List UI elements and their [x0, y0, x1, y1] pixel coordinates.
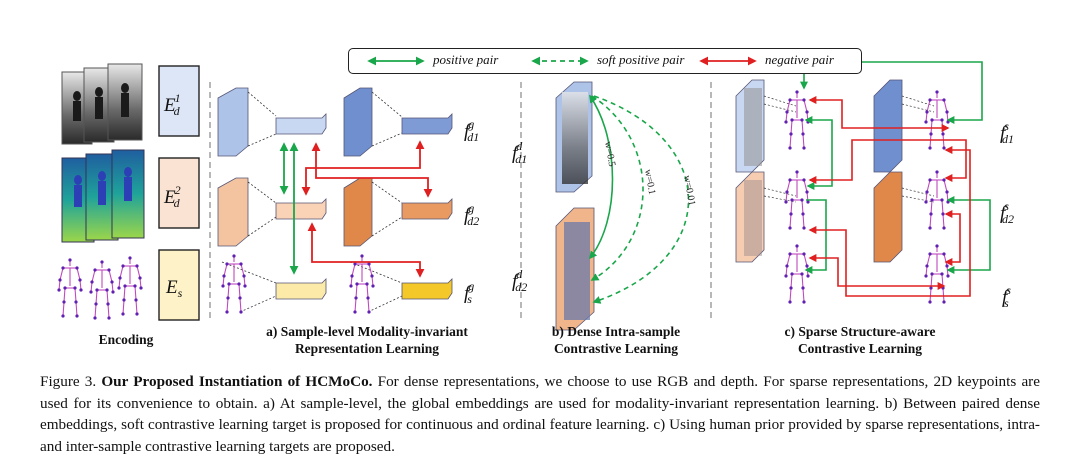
- depth-images: [61, 149, 145, 243]
- feature-sparse-d2: fsd2: [1000, 199, 1014, 226]
- feature-global-d1: fgd1: [464, 117, 480, 144]
- keypoint-images: [56, 255, 144, 321]
- encoder-depth-box: [158, 157, 200, 229]
- caption-prefix: Figure 3.: [40, 373, 102, 390]
- rgb-images: [61, 63, 143, 145]
- feature-sparse-d1: fsd1: [1000, 119, 1014, 146]
- panel-b-line2: Contrastive Learning: [553, 341, 679, 356]
- panel-c-line1: c) Sparse Structure-aware: [784, 324, 936, 339]
- encoder-rgb-box: [158, 65, 200, 137]
- panel-c-line2: Contrastive Learning: [797, 341, 923, 356]
- encoder-keypoint-label: Es: [166, 277, 183, 300]
- legend-arrows: [367, 56, 757, 66]
- encoder-rgb-label: E1d: [164, 91, 181, 118]
- legend-positive-label: positive pair: [433, 52, 499, 67]
- panel-label-b: b) Dense Intra-sample Contrastive Learni…: [528, 323, 704, 357]
- figure-caption: Figure 3. Our Proposed Instantiation of …: [40, 371, 1040, 457]
- feature-dense-d2: fdd2: [512, 267, 528, 294]
- panel-a-line1: a) Sample-level Modality-invariant: [266, 324, 468, 339]
- legend-negative-label: negative pair: [765, 52, 834, 67]
- feature-sparse-s: fss: [1002, 283, 1011, 310]
- panel-label-c: c) Sparse Structure-aware Contrastive Le…: [740, 323, 980, 357]
- figure-diagram: w=0.5 w=0.1 w=0.01: [56, 61, 991, 331]
- weight-label: w=0.5: [602, 141, 617, 168]
- feature-global-s: fgs: [464, 279, 475, 306]
- panel-a-line2: Representation Learning: [294, 341, 440, 356]
- caption-body: For dense representations, we choose to …: [40, 373, 1040, 455]
- panel-c-diagram: [735, 61, 991, 305]
- panel-b-line1: b) Dense Intra-sample: [551, 324, 681, 339]
- panel-label-encoding: Encoding: [98, 332, 154, 347]
- encoder-depth-label: E2d: [164, 183, 181, 210]
- feature-dense-d1: fdd1: [512, 139, 528, 166]
- feature-global-d2: fgd2: [464, 201, 480, 228]
- panel-label-a: a) Sample-level Modality-invariant Repre…: [222, 323, 512, 357]
- encoder-keypoint-box: [158, 249, 200, 321]
- panel-a-diagram: [217, 87, 453, 315]
- weight-label: w=0.1: [642, 169, 657, 196]
- weight-label: w=0.01: [681, 175, 697, 207]
- caption-title: Our Proposed Instantiation of HCMoCo.: [101, 373, 373, 390]
- legend-soft-positive-label: soft positive pair: [597, 52, 685, 67]
- legend-box: positive pair soft positive pair negativ…: [348, 48, 862, 74]
- panel-b-diagram: [555, 81, 690, 331]
